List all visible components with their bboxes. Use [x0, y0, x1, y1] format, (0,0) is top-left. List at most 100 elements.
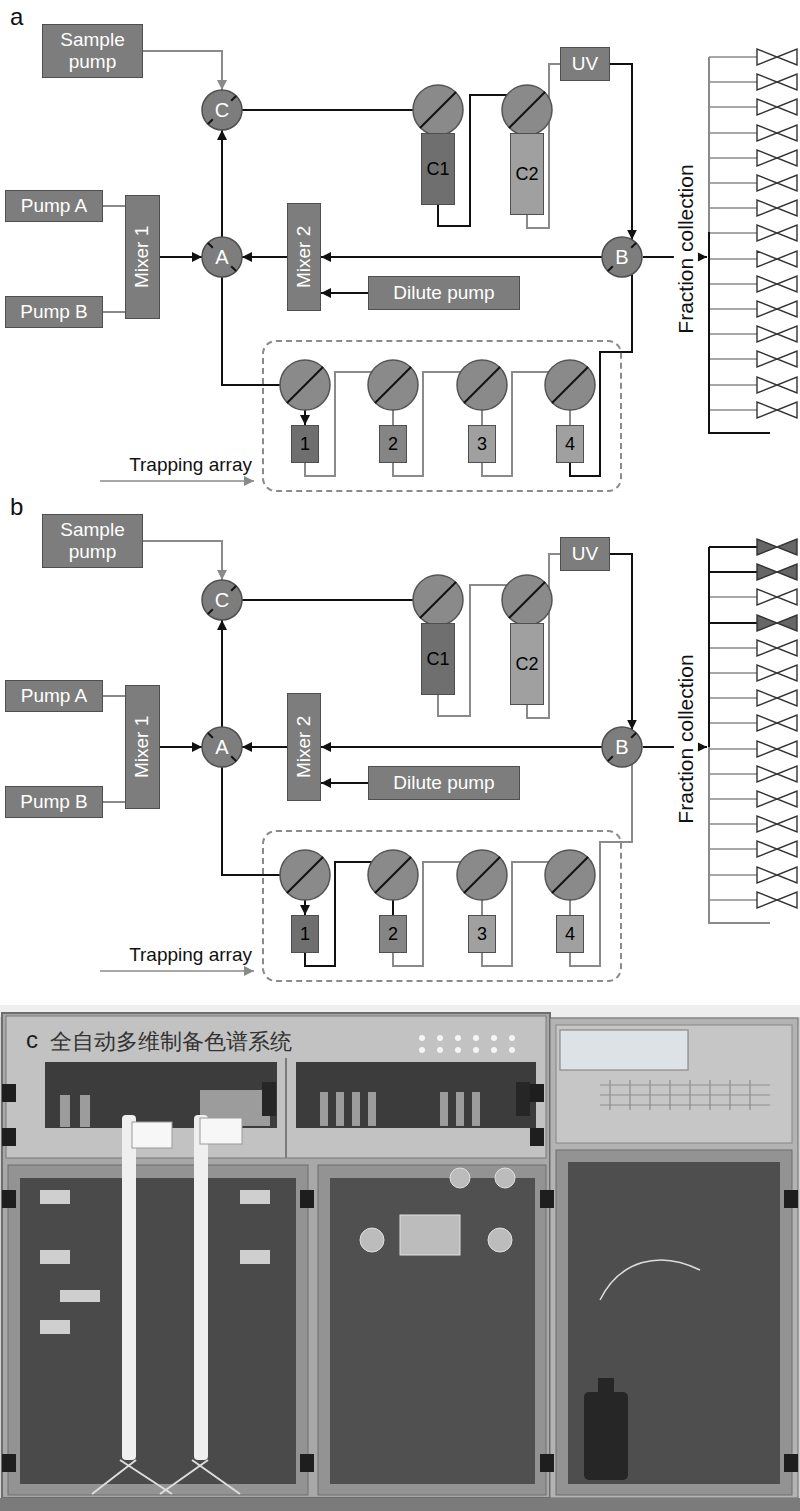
valve-body	[202, 90, 242, 130]
tube	[757, 200, 797, 216]
node-label: 2	[388, 434, 398, 455]
column-box: C2	[510, 623, 544, 705]
pump-box: Sample pump	[42, 24, 143, 78]
branch-lines	[709, 597, 757, 900]
column-box: C2	[510, 133, 544, 215]
tube	[757, 225, 797, 241]
valve-body	[202, 727, 242, 767]
detector-box: UV	[560, 47, 610, 81]
tube-filled	[757, 539, 797, 555]
valve-body	[602, 727, 642, 767]
manifold-bracket	[709, 547, 757, 747]
panel-letter: b	[10, 493, 23, 521]
valve-state-mark	[631, 243, 636, 248]
flow-line	[242, 256, 287, 258]
mixer-box: Mixer 2	[287, 203, 321, 311]
node-label: B	[615, 736, 628, 759]
section-label: Fraction collection	[674, 161, 698, 336]
valve-state-mark	[208, 243, 213, 248]
node-label: 4	[565, 924, 575, 945]
mixer-box: Mixer 1	[125, 195, 160, 319]
tube	[757, 326, 797, 342]
valve-circle: A	[201, 236, 243, 278]
section-label: Fraction collection	[674, 651, 698, 826]
tube-filled	[757, 615, 797, 631]
valve-state-mark	[208, 733, 213, 738]
valve	[280, 850, 330, 900]
node-label: C1	[426, 649, 449, 670]
tube	[757, 351, 797, 367]
valve-state-mark	[231, 586, 236, 591]
node-label: C2	[515, 654, 538, 675]
node-label: 2	[388, 924, 398, 945]
tube	[757, 892, 797, 908]
node-label: Mixer 1	[132, 716, 154, 778]
pump-box: Sample pump	[42, 514, 143, 568]
flow-line	[103, 695, 125, 697]
tube	[757, 841, 797, 857]
panel-seam	[285, 1058, 287, 1158]
glass	[568, 1162, 780, 1484]
valve	[368, 850, 418, 900]
panel-letter: a	[10, 3, 23, 31]
flow-line	[321, 292, 368, 294]
tube	[757, 301, 797, 317]
flow-line	[242, 746, 287, 748]
valve-state-mark	[231, 266, 236, 271]
switching-valves	[280, 575, 595, 900]
node-label: 1	[300, 434, 310, 455]
tube	[757, 276, 797, 292]
node-label: Dilute pump	[393, 772, 494, 794]
trap-column: 4	[556, 425, 584, 463]
trap-column: 1	[291, 425, 319, 463]
valve	[457, 360, 507, 410]
bottle-neck	[598, 1378, 614, 1394]
valve	[413, 575, 463, 625]
node-label: C1	[426, 159, 449, 180]
valve-circle: A	[201, 726, 243, 768]
tube	[757, 665, 797, 681]
detector-box: UV	[560, 537, 610, 571]
trap-column: 1	[291, 915, 319, 953]
tube	[757, 690, 797, 706]
handle	[262, 1082, 276, 1116]
node-label: C	[215, 589, 229, 612]
photo-ground	[0, 1005, 800, 1511]
pump-box: Pump B	[5, 296, 103, 328]
tube	[757, 99, 797, 115]
mixer-box: Mixer 2	[287, 693, 321, 801]
switching-valves	[280, 85, 595, 410]
node-label: Mixer 2	[293, 226, 315, 288]
glass	[20, 1178, 296, 1484]
node-label: Pump B	[20, 791, 88, 813]
valve-state-mark	[608, 266, 613, 271]
indicator-lights	[419, 1035, 515, 1053]
tube	[757, 402, 797, 418]
valve	[502, 85, 552, 135]
floor	[0, 1498, 800, 1511]
trap-column: 3	[468, 425, 496, 463]
trap-column: 3	[468, 915, 496, 953]
flow-line	[160, 256, 202, 258]
node-label: Mixer 1	[132, 226, 154, 288]
trap-column: 2	[379, 425, 407, 463]
pump-box: Dilute pump	[368, 276, 520, 310]
valve-circle: C	[201, 579, 243, 621]
flow-line	[610, 554, 632, 730]
window	[296, 1062, 536, 1128]
valve	[413, 85, 463, 135]
valve-circle: B	[601, 236, 643, 278]
instrument-photo	[0, 1005, 800, 1511]
tube	[757, 251, 797, 267]
flow-line	[143, 51, 222, 90]
flow-line	[221, 130, 223, 237]
pump-box: Pump B	[5, 786, 103, 818]
node-label: 3	[477, 924, 487, 945]
valve	[502, 575, 552, 625]
node-label: 4	[565, 434, 575, 455]
node-label: Dilute pump	[393, 282, 494, 304]
tube	[757, 816, 797, 832]
node-label: B	[615, 246, 628, 269]
tube	[757, 377, 797, 393]
node-label: Mixer 2	[293, 716, 315, 778]
